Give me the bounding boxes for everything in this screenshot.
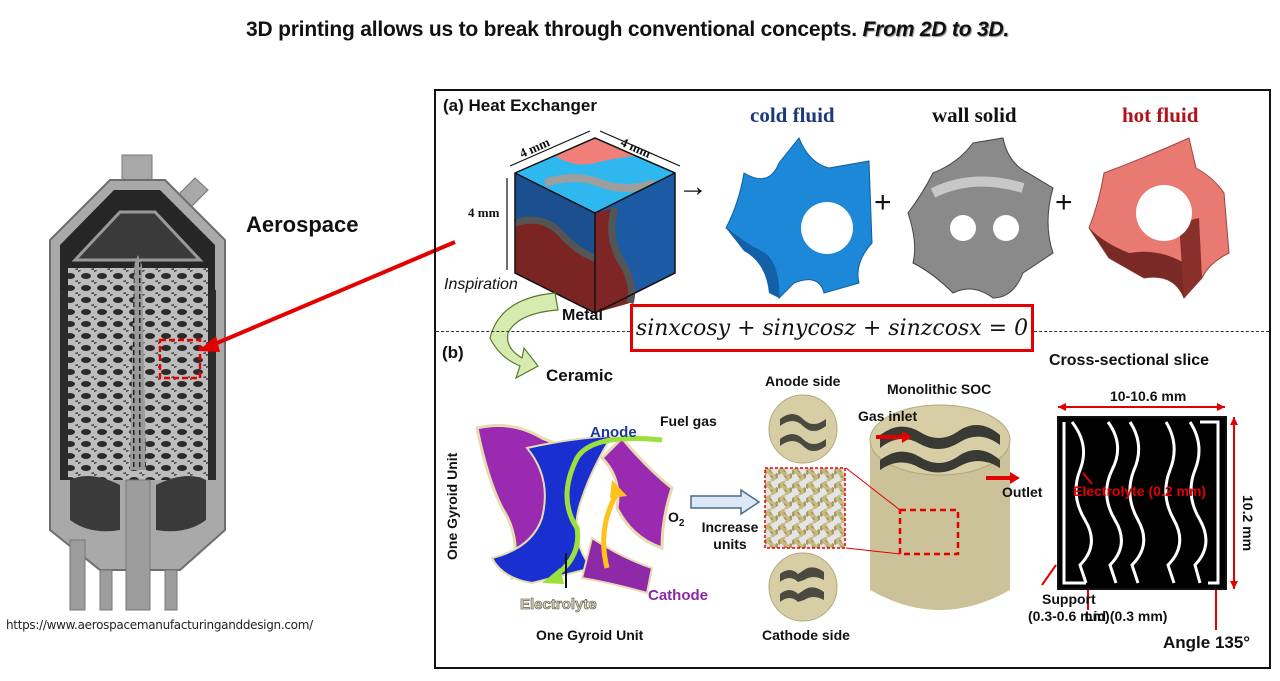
anode-side-disc [768, 394, 838, 464]
gyroid-bottom-label: One Gyroid Unit [536, 627, 644, 643]
cross-section-title: Cross-sectional slice [1049, 352, 1210, 369]
cross-section-slice [1041, 403, 1238, 630]
support-label: Support (0.3-0.6 mm) [1028, 591, 1110, 624]
headline: 3D printing allows us to break through c… [246, 18, 1009, 42]
plus-sign-1: + [874, 186, 892, 219]
cross-section-width-label: 10-10.6 mm [1110, 388, 1187, 404]
angle-label: Angle 135° [1163, 633, 1251, 652]
wall-solid-label: wall solid [932, 103, 1017, 127]
cathode-side-label: Cathode side [762, 627, 850, 643]
cross-section-height-label: 10.2 mm [1240, 495, 1256, 552]
panel-b-title: (b) [442, 343, 464, 362]
cold-fluid-gyroid [725, 137, 873, 300]
cathode-label: Cathode [648, 587, 708, 604]
lid-label: Lid (0.3 mm) [1085, 608, 1168, 624]
inspiration-curved-arrow [489, 292, 559, 380]
wall-solid-gyroid [907, 137, 1054, 299]
monolithic-soc-label: Monolithic SOC [887, 381, 992, 397]
highlight-box [158, 338, 202, 380]
panel-a-title: (a) Heat Exchanger [443, 96, 597, 115]
anode-label: Anode [590, 424, 637, 441]
gas-inlet-label: Gas inlet [858, 408, 918, 424]
fuel-gas-label: Fuel gas [660, 413, 717, 429]
cube-height-label: 4 mm [468, 205, 500, 220]
hot-fluid-label: hot fluid [1122, 103, 1199, 127]
cold-fluid-label: cold fluid [750, 103, 835, 127]
cathode-side-disc [768, 552, 838, 622]
section-divider-right [1034, 331, 1269, 332]
headline-main: 3D printing allows us to break through c… [246, 18, 863, 41]
electrolyte-thickness-label: Electrolyte (0.2 mm) [1073, 483, 1207, 499]
aerospace-label: Aerospace [246, 212, 359, 237]
increase-units-label: Increase units [701, 519, 759, 552]
hot-fluid-gyroid [1088, 137, 1230, 299]
o2-label: O2 [668, 509, 685, 529]
monolithic-soc-cylinder [869, 404, 1020, 610]
right-arrow-icon: → [678, 170, 708, 203]
anode-side-label: Anode side [765, 373, 841, 389]
headline-emphasis: From 2D to 3D. [862, 18, 1010, 41]
heat-exchanger-cube [506, 130, 681, 314]
gyroid-equation: sinxcosy + sinycosz + sinzcosx = 0 [630, 304, 1034, 352]
inspiration-label: Inspiration [444, 276, 518, 293]
plus-sign-2: + [1055, 186, 1073, 219]
ceramic-label: Ceramic [546, 366, 614, 385]
metal-label: Metal [562, 307, 603, 324]
increase-units-arrow [690, 488, 761, 516]
section-divider-left [436, 331, 630, 332]
source-url[interactable]: https://www.aerospacemanufacturinganddes… [6, 618, 313, 632]
gyroid-lattice-detail [764, 467, 846, 549]
electrolyte-label: Electrolyte [520, 596, 597, 614]
figure-panel [434, 89, 1271, 669]
gyroid-soc-unit [475, 424, 674, 595]
outlet-label: Outlet [1002, 484, 1043, 500]
aerospace-heat-exchanger-image [49, 154, 226, 611]
